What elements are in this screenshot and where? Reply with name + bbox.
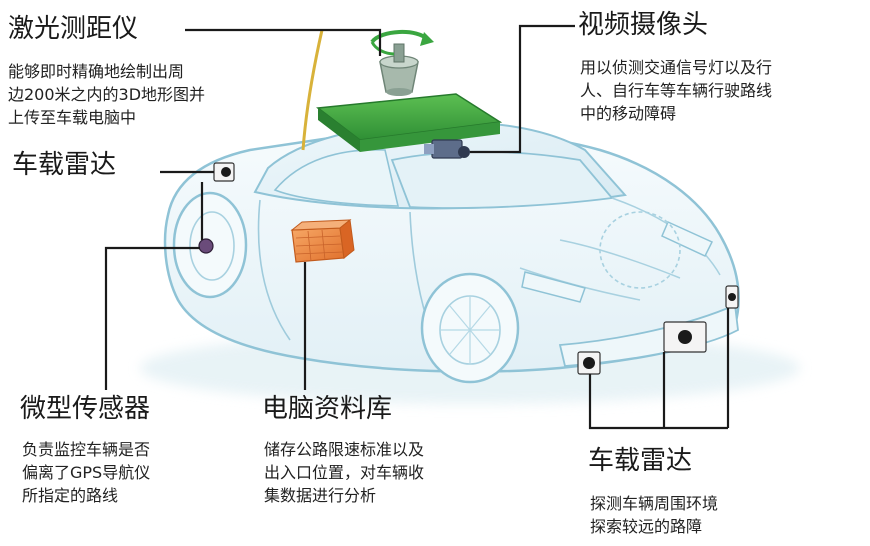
radar-left-title: 车载雷达 bbox=[12, 150, 117, 180]
camera-desc-line-2: 人、自行车等车辆行驶路线 bbox=[580, 81, 773, 100]
leader-laser bbox=[185, 28, 382, 56]
laser-rangefinder-unit bbox=[379, 43, 419, 96]
rear-radar-unit bbox=[213, 162, 235, 182]
rotation-arrow-icon bbox=[370, 29, 434, 56]
radar-right-desc-line-2: 探索较远的路障 bbox=[590, 517, 703, 536]
car-front-bumper bbox=[558, 303, 739, 367]
computer-database-box bbox=[290, 219, 355, 263]
video-camera-title: 视频摄像头 bbox=[578, 10, 709, 40]
car-windshield bbox=[390, 150, 614, 209]
micro-sensor-title: 微型传感器 bbox=[20, 394, 151, 424]
sensor-desc-line-1: 负责监控车辆是否 bbox=[22, 440, 151, 459]
radar-right-description: 探测车辆周围环境 探索较远的路障 bbox=[590, 492, 718, 538]
car-side-window bbox=[273, 148, 400, 207]
far-front-wheel bbox=[599, 211, 681, 289]
computer-desc-line-1: 储存公路限速标准以及 bbox=[264, 440, 425, 459]
laser-desc-line-1: 能够即时精确地绘制出周 bbox=[8, 62, 185, 81]
leader-camera bbox=[470, 24, 575, 154]
leader-radar-front-1 bbox=[588, 374, 728, 430]
radar-right-desc-line-1: 探测车辆周围环境 bbox=[590, 494, 719, 513]
micro-sensor-unit bbox=[198, 238, 214, 254]
antenna bbox=[301, 29, 324, 151]
laser-desc-line-3: 上传至车载电脑中 bbox=[8, 108, 137, 127]
sensor-desc-line-2: 偏离了GPS导航仪 bbox=[22, 463, 151, 482]
front-wheel bbox=[420, 272, 520, 384]
computer-desc-line-3: 集数据进行分析 bbox=[264, 486, 377, 505]
video-camera-icon bbox=[424, 139, 470, 159]
computer-desc-line-2: 出入口位置，对车辆收 bbox=[264, 463, 425, 482]
sensor-desc-line-3: 所指定的路线 bbox=[22, 486, 119, 505]
radar-right-title: 车载雷达 bbox=[588, 446, 693, 476]
leader-sensor bbox=[104, 246, 200, 390]
laser-rangefinder-description: 能够即时精确地绘制出周 边200米之内的3D地形图并 上传至车载电脑中 bbox=[8, 60, 205, 129]
camera-desc-line-3: 中的移动障碍 bbox=[580, 104, 677, 123]
laser-rangefinder-title: 激光测距仪 bbox=[8, 14, 139, 44]
computer-database-title: 电脑资料库 bbox=[262, 394, 393, 424]
front-radar-units bbox=[577, 285, 739, 375]
laser-desc-line-2: 边200米之内的3D地形图并 bbox=[8, 85, 206, 104]
video-camera-description: 用以侦测交通信号灯以及行 人、自行车等车辆行驶路线 中的移动障碍 bbox=[580, 56, 772, 125]
computer-database-description: 储存公路限速标准以及 出入口位置，对车辆收 集数据进行分析 bbox=[264, 438, 424, 507]
car-headlight-left bbox=[521, 271, 586, 303]
micro-sensor-description: 负责监控车辆是否 偏离了GPS导航仪 所指定的路线 bbox=[22, 438, 150, 507]
camera-desc-line-1: 用以侦测交通信号灯以及行 bbox=[580, 58, 773, 77]
leader-lines bbox=[104, 24, 730, 430]
